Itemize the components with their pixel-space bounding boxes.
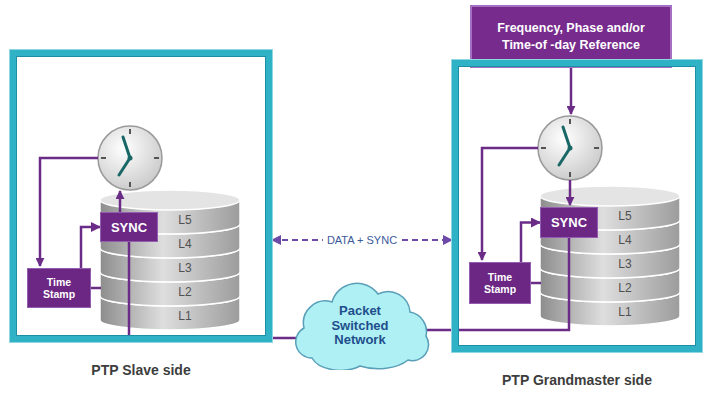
side-caption: PTP Grandmaster side	[438, 372, 710, 388]
connector	[129, 242, 298, 338]
node-panel: PTP Grandmaster sideSYNCTime Stamp	[452, 60, 702, 352]
node-text: SYNC	[551, 215, 587, 230]
protocol-stack	[100, 190, 240, 330]
timestamp-box: Time Stamp	[27, 268, 91, 308]
clock-icon	[538, 116, 602, 180]
timestamp-box: Time Stamp	[469, 262, 531, 304]
protocol-stack	[540, 186, 680, 326]
connector	[521, 223, 540, 263]
layer-label: L5	[178, 213, 191, 227]
node-text: SYNC	[111, 220, 147, 235]
network-cloud: Packet Switched Network	[290, 282, 430, 370]
layer-label: L3	[618, 257, 631, 271]
layer-label: L2	[178, 285, 191, 299]
layer-label: L1	[178, 309, 191, 323]
layer-label: L5	[618, 209, 631, 223]
reference-box: Frequency, Phase and/or Time-of -day Ref…	[470, 5, 672, 68]
layer-label: L4	[618, 233, 631, 247]
node-text: Time Stamp	[473, 271, 527, 295]
side-caption: PTP Slave side	[0, 362, 286, 378]
node-text: Time Stamp	[31, 276, 87, 300]
connector	[424, 238, 569, 330]
sync-box: SYNC	[100, 212, 158, 242]
layer-label: L2	[618, 281, 631, 295]
layer-label: L4	[178, 237, 191, 251]
sync-box: SYNC	[540, 207, 598, 238]
node-text: Frequency, Phase and/or Time-of -day Ref…	[485, 20, 657, 53]
node-text: Packet Switched Network	[312, 304, 408, 348]
wire	[40, 68, 571, 288]
edge-label: DATA + SYNC	[323, 234, 401, 246]
layer-label: L3	[178, 261, 191, 275]
layer-label: L1	[618, 305, 631, 319]
connector	[81, 227, 100, 268]
node-panel: PTP Slave sideSYNCTime Stamp	[10, 50, 272, 342]
clock-icon	[98, 126, 162, 190]
